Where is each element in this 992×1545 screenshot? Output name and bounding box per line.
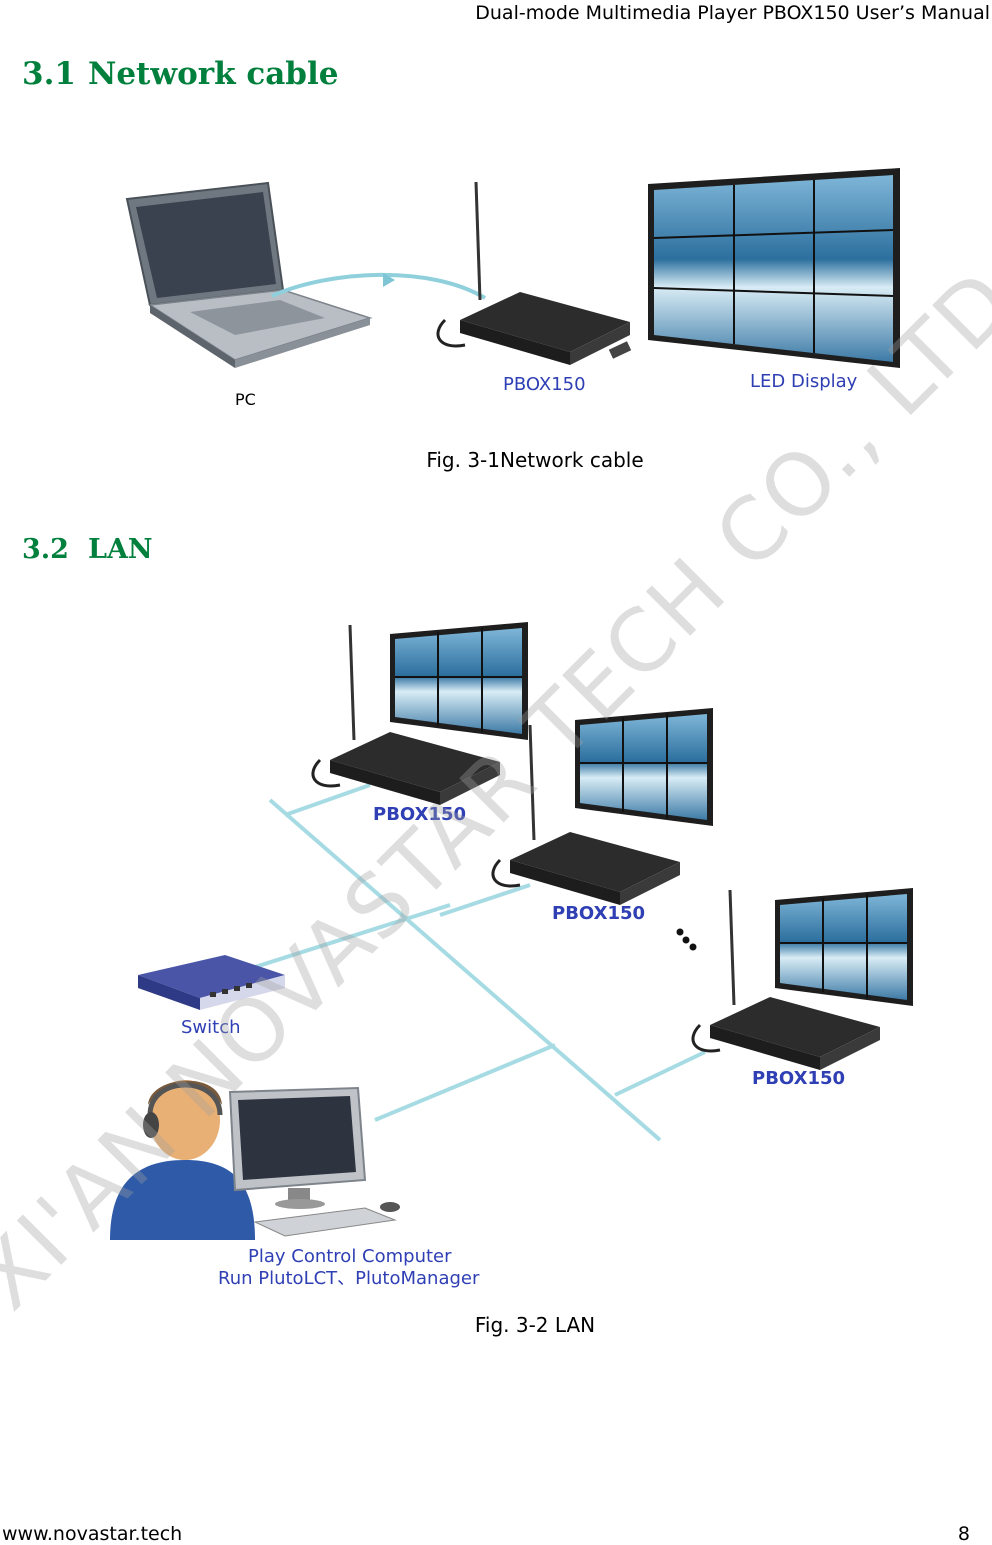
pbox150-label: PBOX150 xyxy=(752,1068,845,1089)
lan-cables xyxy=(229,783,706,1142)
section-heading-3-2: 3.2 LAN xyxy=(22,534,153,565)
section-title: Network cable xyxy=(88,56,339,92)
led-display-icon xyxy=(774,887,914,1007)
led-display-label: LED Display xyxy=(750,371,858,392)
header-title: Dual-mode Multimedia Player PBOX150 User… xyxy=(475,2,990,24)
figure-caption-3-2: Fig. 3-2 LAN xyxy=(474,1313,596,1337)
computer-label-line1: Play Control Computer xyxy=(248,1246,452,1267)
laptop-icon xyxy=(125,181,373,368)
pbox150-device-icon xyxy=(436,181,632,365)
page-number: 8 xyxy=(957,1523,970,1545)
network-cable xyxy=(271,272,487,300)
led-display-icon xyxy=(389,621,529,741)
computer-icon xyxy=(228,1086,400,1237)
section-title: LAN xyxy=(88,534,153,565)
led-display-icon xyxy=(648,168,900,368)
pc-label: PC xyxy=(235,390,256,409)
pbox150-label: PBOX150 xyxy=(503,374,586,395)
figure-network-cable: PC PBOX150 LED Display xyxy=(125,168,900,409)
section-number: 3.2 xyxy=(22,534,69,565)
ellipsis-dots-icon xyxy=(676,928,697,951)
section-heading-3-1: 3.1 Network cable xyxy=(22,56,338,92)
operator-person-icon xyxy=(110,1080,255,1240)
pbox150-label: PBOX150 xyxy=(552,903,645,924)
footer-url: www.novastar.tech xyxy=(2,1523,183,1545)
cable-arrow-icon xyxy=(383,273,395,287)
led-display-icon xyxy=(574,707,714,827)
section-number: 3.1 xyxy=(22,56,76,92)
switch-label: Switch xyxy=(181,1017,241,1038)
switch-icon xyxy=(138,955,285,1010)
figure-caption-3-1: Fig. 3-1Network cable xyxy=(426,448,644,472)
pbox150-label: PBOX150 xyxy=(373,804,466,825)
computer-label-line2: Run PlutoLCT、PlutoManager xyxy=(218,1268,480,1289)
